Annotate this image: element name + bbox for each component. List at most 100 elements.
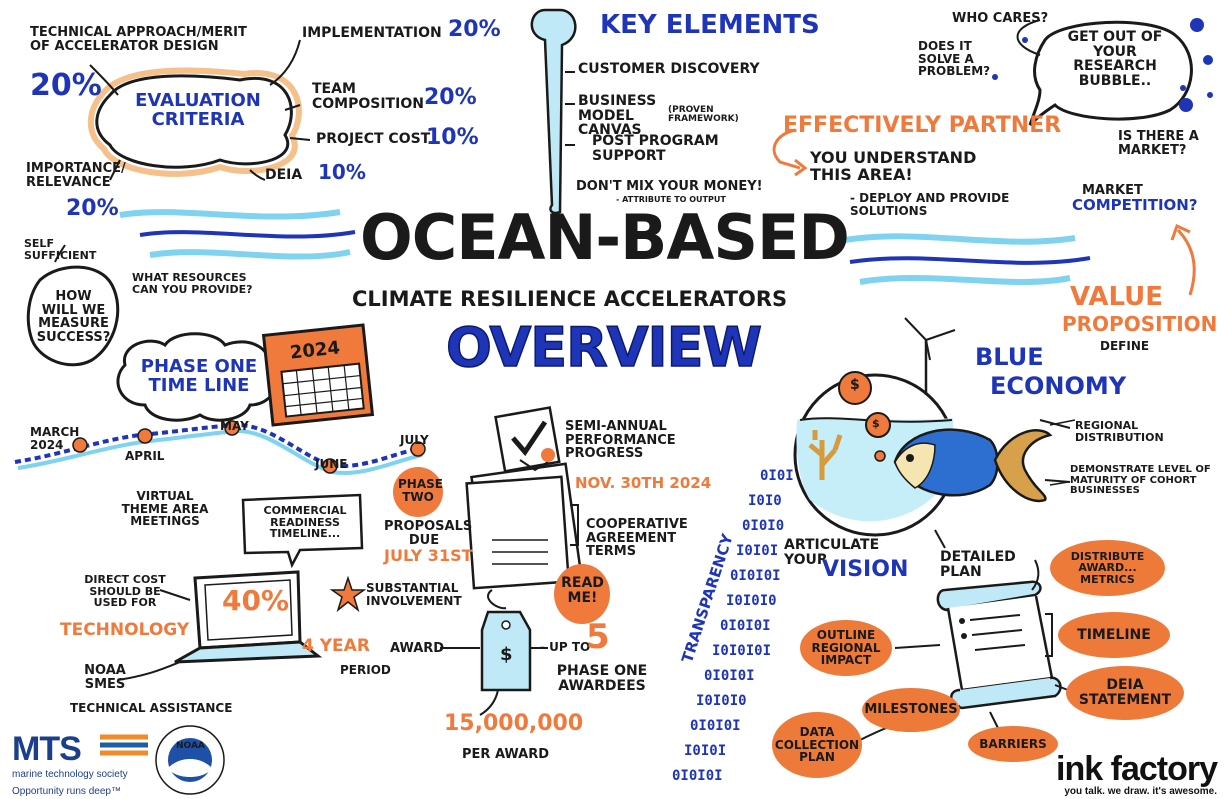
measure-bubble-shape <box>26 265 120 367</box>
technical-approach-pct: 20% <box>30 68 102 103</box>
key-element-attribute: - ATTRIBUTE TO OUTPUT <box>616 195 726 204</box>
is-there-market-label: IS THERE A MARKET? <box>1118 129 1199 158</box>
deia-statement-pill: DEIA STATEMENT <box>1066 666 1184 720</box>
svg-text:I0I0I0I: I0I0I0I <box>712 643 771 659</box>
evaluation-criteria-title: EVALUATION CRITERIA <box>135 90 261 130</box>
self-sufficient-label: SELF SUFFICIENT <box>24 237 97 262</box>
july-31st-label: JULY 31ST <box>384 546 473 565</box>
svg-text:I0I0: I0I0 <box>748 493 782 509</box>
svg-text:0I0I0I: 0I0I0I <box>704 668 755 684</box>
mts-logo-fullname: marine technology society <box>12 769 128 780</box>
july-label: JULY <box>400 433 429 447</box>
svg-text:I0I0I0: I0I0I0 <box>726 593 777 609</box>
period-label: PERIOD <box>340 663 391 677</box>
noaa-smes-label: NOAA SMES <box>84 663 126 692</box>
key-element-money: DON'T MIX YOUR MONEY! <box>576 179 763 194</box>
per-award-label: PER AWARD <box>462 747 550 762</box>
virtual-meetings-label: VIRTUAL THEME AREA MEETINGS <box>121 489 209 529</box>
define-label: DEFINE <box>1100 339 1150 353</box>
market-label: MARKET <box>1082 183 1143 198</box>
regional-distribution-label: REGIONAL DISTRIBUTION <box>1075 419 1164 444</box>
may-label: MAY <box>220 419 249 433</box>
scroll-shape <box>936 580 1042 612</box>
value-label: VALUE <box>1070 282 1163 312</box>
ink-factory-tagline: you talk. we draw. it's awesome. <box>1064 786 1217 797</box>
coin-dollar-2: $ <box>872 417 880 430</box>
technical-approach-label: TECHNICAL APPROACH/MERIT OF ACCELERATOR … <box>30 25 247 54</box>
technical-assistance-label: TECHNICAL ASSISTANCE <box>70 701 233 715</box>
svg-text:0I0I0I: 0I0I0I <box>720 618 771 634</box>
research-bubble-label: GET OUT OF YOUR RESEARCH BUBBLE.. <box>1067 29 1163 90</box>
team-composition-label: TEAM COMPOSITION <box>312 81 424 112</box>
five-label: 5 <box>586 617 610 657</box>
coin-dollar-1: $ <box>850 377 860 393</box>
price-tag-shape <box>480 610 532 692</box>
ink-factory-logo: ink factory you talk. we draw. it's awes… <box>1056 750 1218 797</box>
solve-problem-label: DOES IT SOLVE A PROBLEM? <box>918 39 991 79</box>
ink-factory-name: ink factory <box>1056 750 1218 788</box>
svg-text:I0I0I: I0I0I <box>736 543 778 559</box>
deploy-solutions-label: - DEPLOY AND PROVIDE SOLUTIONS <box>850 191 1010 218</box>
milestones-pill: MILESTONES <box>862 688 960 732</box>
key-element-post-program: POST PROGRAM SUPPORT <box>592 133 719 164</box>
svg-text:I0I0I0: I0I0I0 <box>696 693 747 709</box>
svg-text:0I0I0I: 0I0I0I <box>690 718 741 734</box>
resources-label: WHAT RESOURCES CAN YOU PROVIDE? <box>132 271 253 296</box>
june-label: JUNE <box>315 457 348 471</box>
effectively-partner-title: EFFECTIVELY PARTNER <box>783 113 1062 138</box>
demonstrate-maturity-label: DEMONSTRATE LEVEL OF MATURITY OF COHORT … <box>1070 464 1211 496</box>
march-label: MARCH 2024 <box>30 425 80 452</box>
detailed-plan-label: DETAILED PLAN <box>940 549 1016 580</box>
implementation-pct: 20% <box>448 17 501 42</box>
team-composition-pct: 20% <box>424 85 477 110</box>
key-element-proven-framework: (PROVEN FRAMEWORK) <box>668 105 739 125</box>
svg-text:0I0I0I: 0I0I0I <box>672 768 723 784</box>
title-climate-resilience: CLIMATE RESILIENCE ACCELERATORS <box>352 287 788 311</box>
award-label: AWARD <box>390 641 445 656</box>
svg-text:0I0I: 0I0I <box>760 468 794 484</box>
svg-text:I0I0I: I0I0I <box>684 743 726 759</box>
vision-label: VISION <box>822 557 909 582</box>
key-element-business-model: BUSINESS MODEL CANVAS <box>578 93 657 139</box>
evaluation-bubble-shape <box>95 74 293 169</box>
competition-label: COMPETITION? <box>1072 196 1198 214</box>
economy-label: ECONOMY <box>990 372 1127 400</box>
read-me-label: READ ME! <box>561 575 604 606</box>
project-cost-pct: 10% <box>426 125 479 150</box>
who-cares-label: WHO CARES? <box>952 11 1049 26</box>
mts-logo-tagline: Opportunity runs deep™ <box>12 786 121 797</box>
understand-area-label: YOU UNDERSTAND THIS AREA! <box>810 148 977 184</box>
mts-logo-text: MTS <box>12 730 82 768</box>
commercial-readiness-label: COMMERCIAL READINESS TIMELINE... <box>263 504 347 541</box>
dollar-sign: $ <box>500 644 513 665</box>
award-amount-label: 15,000,000 <box>444 711 584 736</box>
nov-date-label: NOV. 30TH 2024 <box>575 474 712 492</box>
articulate-label: ARTICULATE YOUR <box>784 537 880 568</box>
title-ocean-based: OCEAN-BASED <box>360 201 850 274</box>
deia-pct: 10% <box>318 160 366 184</box>
barriers-pill: BARRIERS <box>968 726 1058 762</box>
deia-label: DEIA <box>265 167 303 183</box>
april-label: APRIL <box>125 449 165 463</box>
measure-success-label: HOW WILL WE MEASURE SUCCESS? <box>36 289 111 345</box>
phase-two-label: PHASE TWO <box>398 477 443 504</box>
mts-logo: MTS marine technology society Opportunit… <box>12 730 152 797</box>
proposals-due-label: PROPOSALS DUE <box>384 519 473 548</box>
implementation-label: IMPLEMENTATION <box>302 25 442 41</box>
cooperative-agreement-label: COOPERATIVE AGREEMENT TERMS <box>586 517 688 560</box>
key-elements-title: KEY ELEMENTS <box>600 10 820 40</box>
phase-one-awardees-label: PHASE ONE AWARDEES <box>556 663 648 694</box>
data-collection-pill: DATA COLLECTION PLAN <box>772 712 862 778</box>
key-element-customer-discovery: CUSTOMER DISCOVERY <box>578 61 760 77</box>
four-year-label: 4 YEAR <box>302 636 370 656</box>
up-to-label: - UP TO <box>540 640 591 654</box>
distribute-award-pill: DISTRIBUTE AWARD... METRICS <box>1050 540 1165 596</box>
direct-cost-label: DIRECT COST SHOULD BE USED FOR <box>84 573 166 610</box>
proposition-label: PROPOSITION <box>1062 312 1218 336</box>
noaa-logo-text: NOAA <box>176 741 205 751</box>
svg-text:0I0I0I: 0I0I0I <box>730 568 781 584</box>
research-bubble-shape <box>1028 20 1193 127</box>
outline-regional-pill: OUTLINE REGIONAL IMPACT <box>800 620 892 676</box>
technology-label: TECHNOLOGY <box>60 620 190 640</box>
importance-label: IMPORTANCE/ RELEVANCE <box>26 161 126 190</box>
